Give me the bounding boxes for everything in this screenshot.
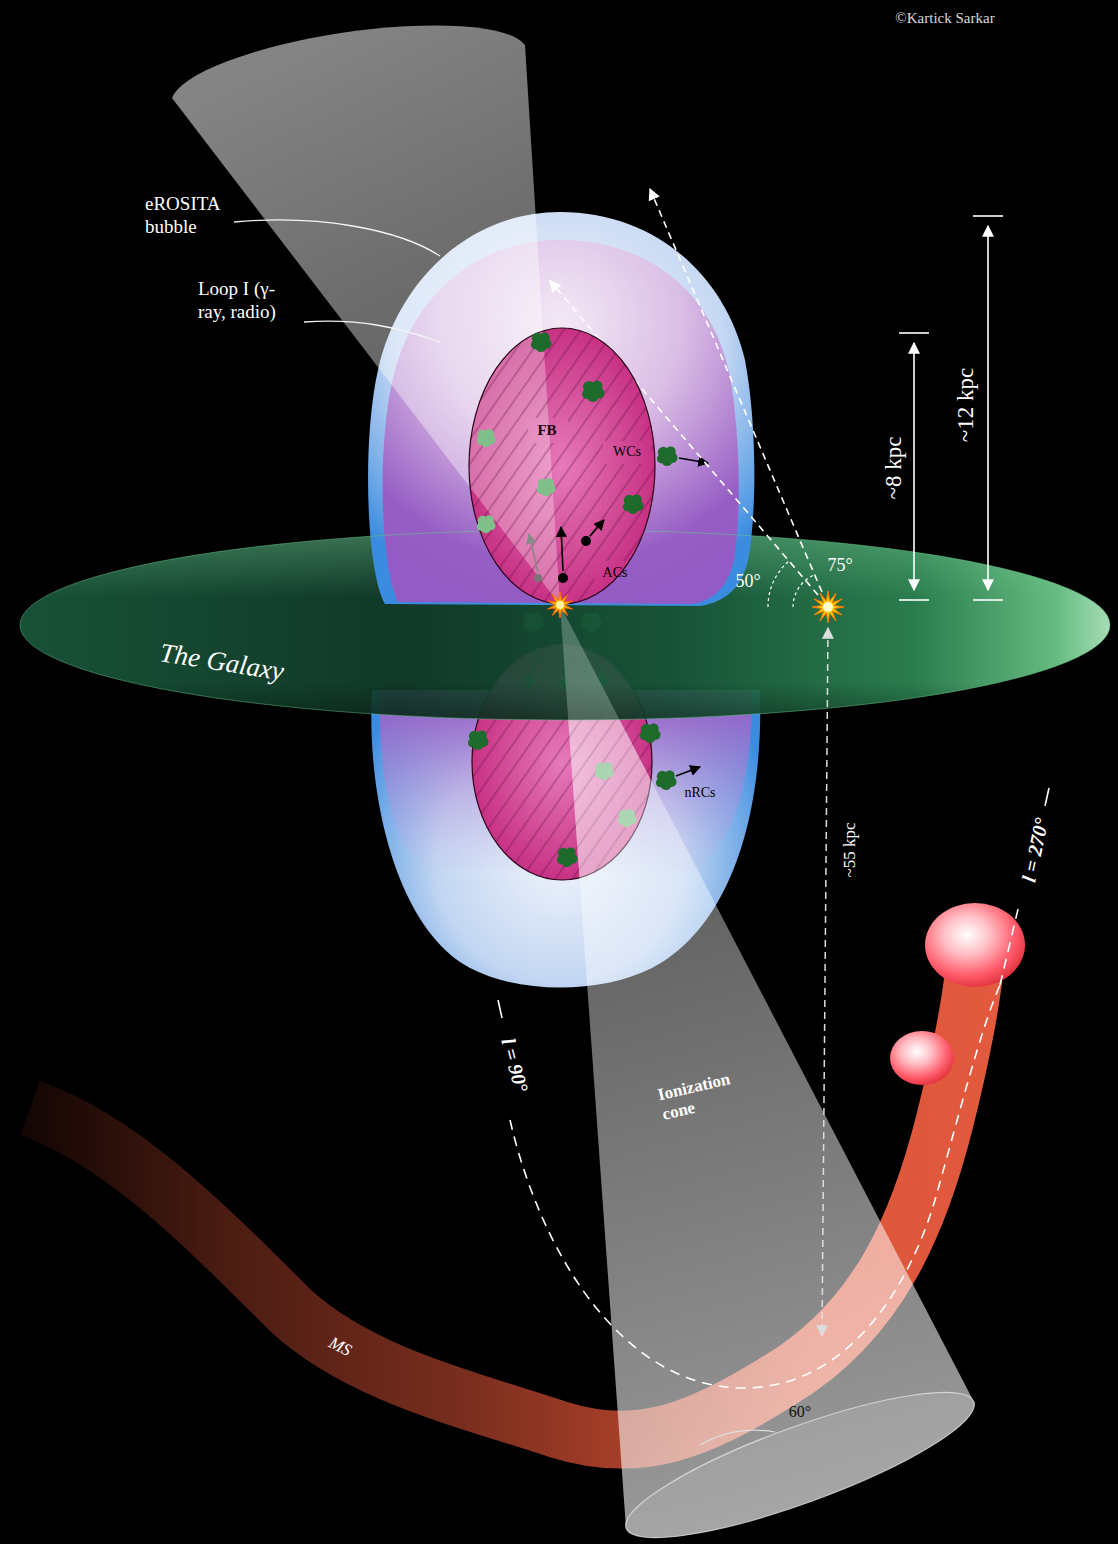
- galaxy-disk-shape: [899, 216, 1003, 600]
- fermi-bubble-shape: [590, 520, 604, 536]
- galaxy-disk-shape: [383, 240, 739, 604]
- galaxy-disk-shape: [822, 628, 828, 1336]
- fermi-bubble-shape: [556, 601, 564, 609]
- galaxy-disk-shape: [913, 343, 915, 590]
- fermi-bubble-shape: [469, 328, 655, 604]
- galaxy-disk-shape: [510, 985, 1000, 1388]
- fermi-bubble-shape: [534, 574, 542, 582]
- ionization-cone-shape: [170, 0, 982, 1540]
- upper-bubbles: [679, 458, 708, 463]
- lower-bubbles: [557, 847, 578, 867]
- galaxy-disk-shape: [368, 212, 754, 606]
- galaxy-disk-shape: [899, 599, 929, 601]
- fermi-bubble-shape: [548, 592, 573, 618]
- fermi-bubble-shape: [531, 332, 552, 352]
- fermi-bubble-shape: [529, 534, 538, 572]
- angle-label: 75°: [827, 555, 852, 577]
- fermi-bubble-shape: [537, 478, 556, 496]
- cloud-label: WCs: [613, 444, 641, 461]
- dimension-label: ~8 kpc: [880, 437, 908, 500]
- fermi-bubble: FB: [466, 325, 658, 609]
- galaxy-disk-shape: [987, 226, 989, 590]
- cloud-label: ACs: [603, 565, 628, 582]
- fermi-bubble-shape: [561, 527, 563, 571]
- galaxy-disk-shape: [812, 591, 844, 623]
- fermi-bubble-shape: [469, 328, 655, 604]
- galaxy-disk-shape: [1000, 905, 1019, 985]
- fermi-bubble-shape: [582, 381, 605, 403]
- fermi-bubble-shape: [477, 429, 496, 447]
- ionization-cone: Ionization cone: [170, 0, 982, 1540]
- dimension-label: ~12 kpc: [952, 368, 980, 442]
- node-label: FB: [537, 421, 556, 439]
- bubble-label: eROSITA bubble: [145, 193, 224, 239]
- cloud-label: nRCs: [684, 785, 715, 802]
- angle-label: 50°: [735, 571, 760, 593]
- fermi-bubble-shape: [477, 515, 496, 533]
- watermark: ©Kartick Sarkar: [895, 9, 994, 27]
- upper-bubbles: [657, 446, 678, 466]
- galaxy-disk-shape: [172, 45, 974, 1528]
- galaxy-disk-shape: [172, 45, 974, 1528]
- bubble-label: Loop I (γ-ray, radio): [198, 278, 300, 324]
- dimension-label: ~55 kpc: [840, 823, 860, 878]
- magellanic-stream-shape: [925, 903, 1025, 987]
- galaxy-disk-shape: [700, 1430, 775, 1445]
- galaxy-disk-shape: [498, 1000, 502, 1018]
- lower-bubbles: [676, 767, 700, 776]
- ionization-cone-shape: [613, 1366, 987, 1544]
- galaxy-disk-shape: [768, 561, 789, 607]
- fermi-bubble-shape: [466, 325, 658, 609]
- fermi-bubble-shape: [623, 494, 644, 514]
- magellanic-stream-shape: [890, 1031, 954, 1085]
- galaxy-disk-shape: [899, 332, 929, 334]
- galaxy-disk-shape: [973, 599, 1003, 601]
- lower-bubbles: [468, 730, 489, 750]
- fermi-bubble-shape: [558, 573, 568, 583]
- galaxy-disk-shape: [823, 602, 833, 612]
- lower-bubbles: [640, 723, 661, 743]
- galaxy-disk-shape: [793, 575, 814, 607]
- galaxy-disk-shape: [973, 215, 1003, 217]
- lower-bubbles: [656, 770, 677, 790]
- angle-label: 60°: [789, 1402, 811, 1421]
- fermi-bubble-shape: [469, 328, 655, 604]
- galaxy-disk-shape: [1045, 788, 1049, 806]
- fermi-bubble-shape: [581, 536, 591, 546]
- galaxy-disk-shape: [650, 189, 822, 592]
